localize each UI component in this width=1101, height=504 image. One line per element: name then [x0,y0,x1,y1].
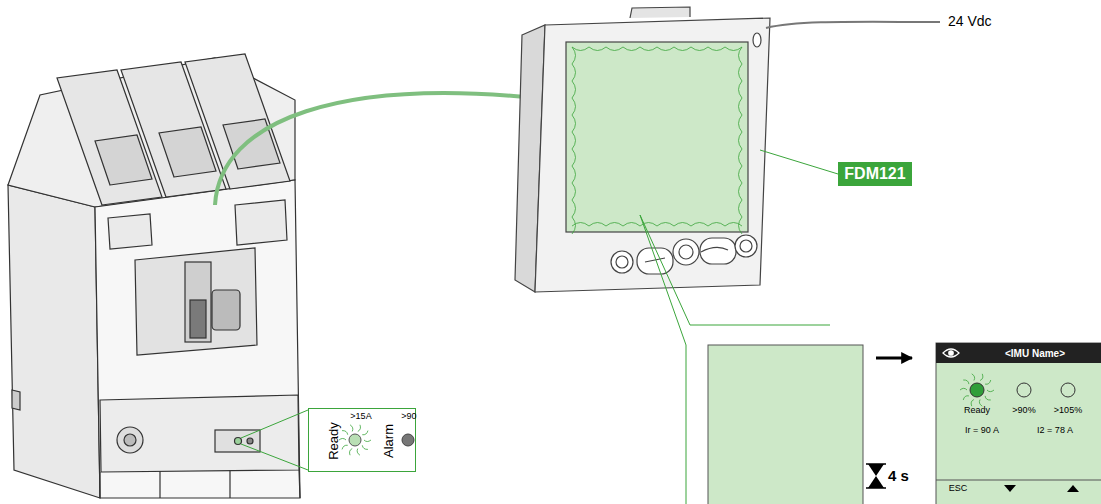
led-label: Ready [964,406,990,416]
led-glow [987,390,994,392]
supply-voltage: 24 Vdc [948,14,992,29]
led-glow [342,431,348,435]
led-glow [357,449,360,456]
softkey-label: ESC [949,484,968,494]
product-label: FDM121 [838,162,912,186]
led-glow [350,425,353,432]
ready-led [349,434,361,446]
led-glow [963,380,969,384]
led-label: >90% [1012,406,1035,416]
terminal-opening [95,135,152,185]
display-screen [936,343,1101,504]
led-label: Alarm [382,424,396,458]
blank-screen [708,345,863,504]
label-leader [760,150,838,174]
led-glow [985,380,991,384]
led-glow [972,374,975,381]
callout-box: Ready >15A Alarm >90 [308,408,416,472]
threshold-label: >15A [350,412,371,422]
display-screen-node: <IMU Name> Ready >90% >105% Ir = 90 A I2 = 78… [936,343,1101,504]
terminal-opening [159,127,216,177]
threshold-label: >90 [401,412,416,422]
power-cable [766,22,940,28]
led-glow [342,445,348,449]
communication-cable [215,93,555,205]
terminal-block [185,54,290,189]
screen-glow [572,47,742,234]
hourglass-icon [866,464,886,488]
led-glow [985,396,991,400]
delay-time: 4 s [888,468,909,485]
fdm121-display [515,7,770,292]
product-name: FDM121 [844,165,905,183]
led-label: Ready [327,422,341,460]
measured-value: Ir = 90 A [965,426,999,436]
led-glow [364,440,371,442]
led-glow [960,388,967,390]
led-glow [963,396,969,400]
sequence-arrow [876,357,912,360]
led-glow [362,431,368,435]
callout-leader [241,410,308,470]
measured-value: I2 = 78 A [1037,426,1073,436]
led-glow [358,425,361,432]
led-label: >105% [1054,406,1082,416]
alarm-led [402,434,414,446]
led-glow [362,445,368,449]
led-glow [980,374,983,381]
led-glow [350,449,353,456]
device-name: <IMU Name> [1005,348,1065,359]
eye-icon [943,349,959,357]
